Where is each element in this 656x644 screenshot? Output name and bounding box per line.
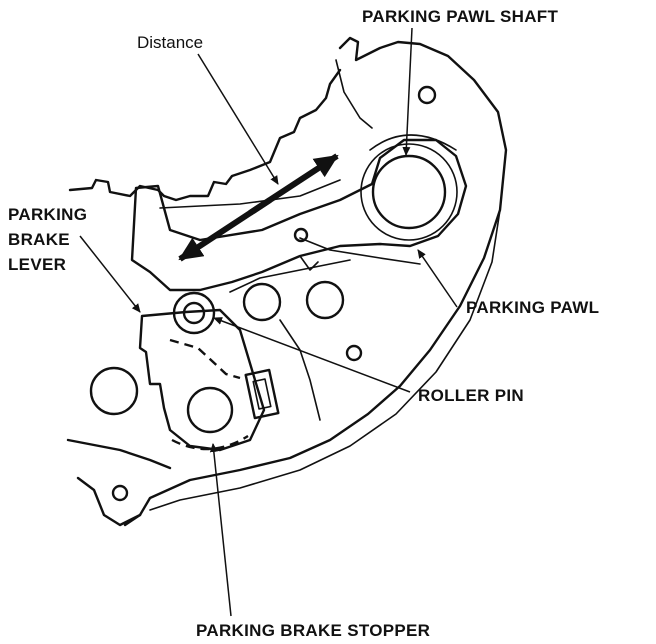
label-parking-brake-lever-line3: LEVER [8, 255, 66, 274]
parking-pawl-part [130, 138, 468, 292]
leader-lines [79, 27, 458, 617]
label-parking-brake-stopper: PARKING BRAKE STOPPER [196, 621, 430, 640]
distance-arrow-head-icon [248, 153, 339, 216]
parking-brake-lever-part [138, 308, 280, 452]
roller-pin-part [172, 291, 216, 335]
label-roller-pin: ROLLER PIN [418, 386, 524, 405]
parking-brake-stopper-part [169, 338, 249, 451]
label-parking-pawl-shaft: PARKING PAWL SHAFT [362, 7, 558, 26]
label-parking-pawl: PARKING PAWL [466, 298, 599, 317]
label-parking-brake-lever-line2: BRAKE [8, 230, 70, 249]
transmission-housing [66, 36, 508, 527]
parking-pawl-shaft-part [360, 134, 458, 241]
label-distance: Distance [137, 33, 203, 52]
label-parking-brake-lever-line1: PARKING [8, 205, 87, 224]
